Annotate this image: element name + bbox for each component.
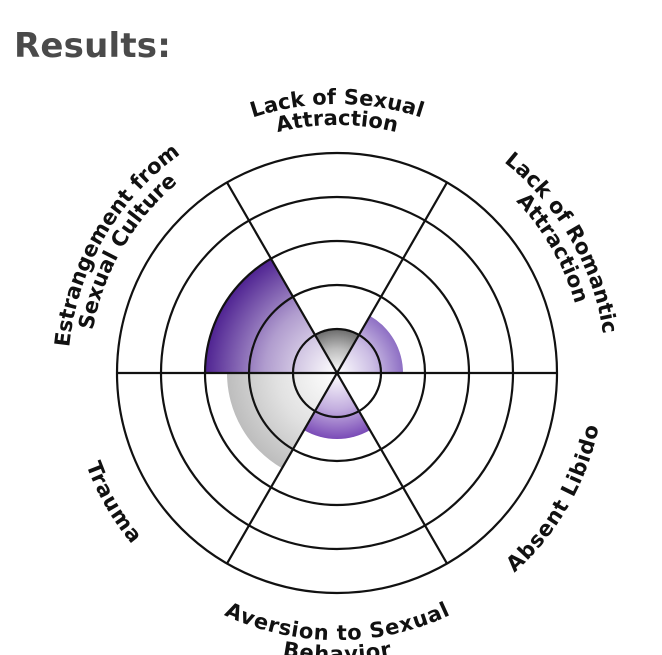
chart-grid bbox=[115, 151, 559, 595]
wedge-4 bbox=[304, 373, 370, 439]
results-heading: Results: bbox=[14, 26, 172, 66]
axis-label-4-line-1: Aversion to Sexual bbox=[222, 598, 453, 646]
wedge-5 bbox=[227, 373, 337, 469]
axis-label-5-line-1: Trauma bbox=[81, 458, 146, 547]
axis-label-1-line-2: Attraction bbox=[274, 106, 401, 137]
wedge-1 bbox=[315, 329, 359, 373]
